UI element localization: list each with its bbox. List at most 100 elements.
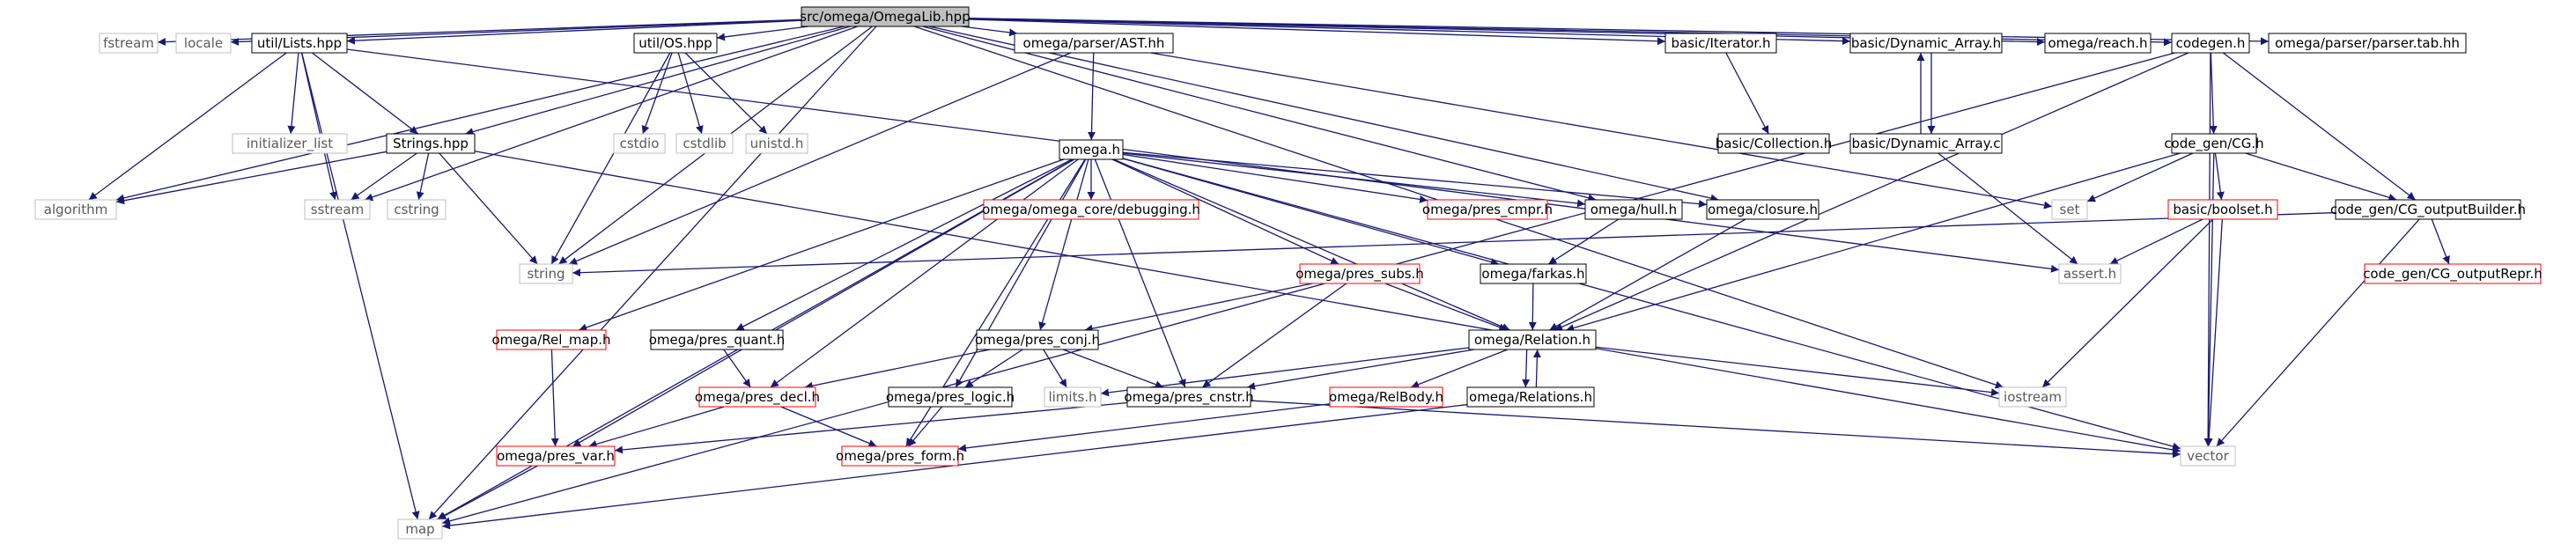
node-string: string <box>519 263 573 284</box>
edge-boolset-to-assert <box>2109 218 2203 265</box>
node-pres-quant[interactable]: omega/pres_quant.h <box>649 329 786 350</box>
node-label: omega/pres_cmpr.h <box>1422 202 1553 218</box>
node-label: src/omega/OmegaLib.hpp <box>800 9 970 25</box>
node-map: map <box>397 519 443 540</box>
node-root[interactable]: src/omega/OmegaLib.hpp <box>800 6 971 27</box>
edge-pres_conj-to-pres_decl <box>804 349 991 390</box>
node-label: omega/Relations.h <box>1469 389 1592 405</box>
node-box <box>1706 199 1819 220</box>
edge-codegen-to-cg_output_builder <box>2222 52 2417 201</box>
node-label: set <box>2060 202 2080 217</box>
node-box <box>496 445 616 467</box>
node-code-gen-cg[interactable]: code_gen/CG.h <box>2164 133 2264 154</box>
node-basic-iterator[interactable]: basic/Iterator.h <box>1664 33 1777 54</box>
node-omega-reach[interactable]: omega/reach.h <box>2044 33 2152 54</box>
node-relation[interactable]: omega/Relation.h <box>1468 329 1597 350</box>
node-label: omega/Relation.h <box>1474 332 1591 348</box>
node-box <box>2171 133 2257 154</box>
edge-code_gen_cg-to-boolset <box>2214 152 2225 201</box>
node-box <box>1299 263 1421 284</box>
node-box <box>888 386 1013 408</box>
edge-util_lists-to-sstream <box>300 52 337 201</box>
node-box <box>175 33 232 54</box>
node-box <box>613 133 666 154</box>
node-basic-collection[interactable]: basic/Collection.h <box>1716 133 1832 154</box>
node-debugging[interactable]: omega/omega_core/debugging.h <box>982 199 1200 220</box>
node-strings[interactable]: Strings.hpp <box>386 133 476 154</box>
node-box <box>745 133 808 154</box>
edge-root-to-algorithm <box>115 26 845 202</box>
edge-relbody-to-pres_form <box>957 403 1331 452</box>
edge-relation-to-limits <box>1100 347 1470 397</box>
node-util-os[interactable]: util/OS.hpp <box>633 33 718 54</box>
edge-codegen-to-code_gen_cg <box>2209 52 2218 135</box>
node-box <box>1059 139 1124 160</box>
edge-codegen-to-relation <box>1554 52 2189 331</box>
edge-root-to-strings <box>465 26 851 136</box>
node-cg-output-builder[interactable]: code_gen/CG_outputBuilder.h <box>2330 199 2526 220</box>
node-codegen[interactable]: codegen.h <box>2171 33 2250 54</box>
node-fstream: fstream <box>99 33 159 54</box>
node-pres-var[interactable]: omega/pres_var.h <box>496 445 616 467</box>
node-label: basic/Dynamic_Array.h <box>1851 35 2001 52</box>
node-box <box>496 329 607 350</box>
node-basic-dyn-h[interactable]: basic/Dynamic_Array.h <box>1849 33 2003 54</box>
node-label: map <box>405 521 434 537</box>
node-relations[interactable]: omega/Relations.h <box>1466 386 1595 408</box>
node-box <box>1126 386 1251 408</box>
node-box <box>232 133 348 154</box>
node-pres-cmpr[interactable]: omega/pres_cmpr.h <box>1422 199 1553 220</box>
node-box <box>2268 33 2467 54</box>
node-pres-subs[interactable]: omega/pres_subs.h <box>1295 263 1424 284</box>
node-pres-logic[interactable]: omega/pres_logic.h <box>886 386 1015 408</box>
node-ast[interactable]: omega/parser/AST.hh <box>1014 33 1174 54</box>
node-label: omega/pres_cnstr.h <box>1124 389 1253 406</box>
node-parser-tab[interactable]: omega/parser/parser.tab.hh <box>2268 33 2467 54</box>
node-boolset[interactable]: basic/boolset.h <box>2167 199 2278 220</box>
edge-cg_output_builder-to-cg_output_repr <box>2431 218 2450 265</box>
node-box <box>976 329 1099 350</box>
node-relbody[interactable]: omega/RelBody.h <box>1329 386 1443 408</box>
node-box <box>650 329 784 350</box>
node-pres-decl[interactable]: omega/pres_decl.h <box>695 386 820 408</box>
node-omega-h[interactable]: omega.h <box>1059 139 1124 160</box>
edge-util_lists-to-initializer_list <box>287 52 299 135</box>
edge-rel_map-to-pres_var <box>550 349 559 447</box>
node-pres-form[interactable]: omega/pres_form.h <box>836 445 964 467</box>
edge-relation-to-relations <box>1522 349 1531 388</box>
edge-cg_output_builder-to-vector <box>2216 218 2420 447</box>
node-pres-conj[interactable]: omega/pres_conj.h <box>975 329 1100 350</box>
node-label: initializer_list <box>247 136 333 152</box>
node-box <box>1849 33 2003 54</box>
node-box <box>2058 263 2122 284</box>
node-box <box>1664 33 1777 54</box>
node-label: Strings.hpp <box>393 136 469 151</box>
node-basic-dyn-c[interactable]: basic/Dynamic_Array.c <box>1849 133 2003 154</box>
node-closure[interactable]: omega/closure.h <box>1706 199 1819 220</box>
edge-basic_iterator-to-basic_collection <box>1725 52 1769 135</box>
node-cg-output-repr[interactable]: code_gen/CG_outputRepr.h <box>2363 263 2543 284</box>
node-box <box>801 6 970 27</box>
node-hull[interactable]: omega/hull.h <box>1584 199 1683 220</box>
edge-strings-to-cstring <box>416 152 430 201</box>
node-label: basic/Iterator.h <box>1671 35 1770 51</box>
node-label: code_gen/CG.h <box>2164 136 2263 152</box>
edge-pres_quant-to-pres_decl <box>723 349 751 388</box>
node-label: omega/parser/AST.hh <box>1023 35 1165 51</box>
edge-basic_dyn_c-to-assert <box>1938 152 2078 265</box>
node-rel-map[interactable]: omega/Rel_map.h <box>491 329 611 350</box>
edge-omega_h-to-hull <box>1122 152 1586 208</box>
node-util-lists[interactable]: util/Lists.hpp <box>251 33 348 54</box>
edge-pres_subs-to-pres_cnstr <box>1201 283 1347 388</box>
edge-root-to-sstream <box>365 26 858 202</box>
edge-omega_h-to-relation <box>1113 158 1510 331</box>
node-farkas[interactable]: omega/farkas.h <box>1480 263 1587 284</box>
node-pres-cnstr[interactable]: omega/pres_cnstr.h <box>1124 386 1254 408</box>
node-box <box>2180 445 2236 467</box>
node-box <box>1329 386 1443 408</box>
node-limits: limits.h <box>1044 386 1102 408</box>
node-box <box>1014 33 1174 54</box>
edge-farkas-to-relation <box>1528 283 1537 331</box>
node-box <box>2364 263 2542 284</box>
node-box <box>397 519 443 540</box>
